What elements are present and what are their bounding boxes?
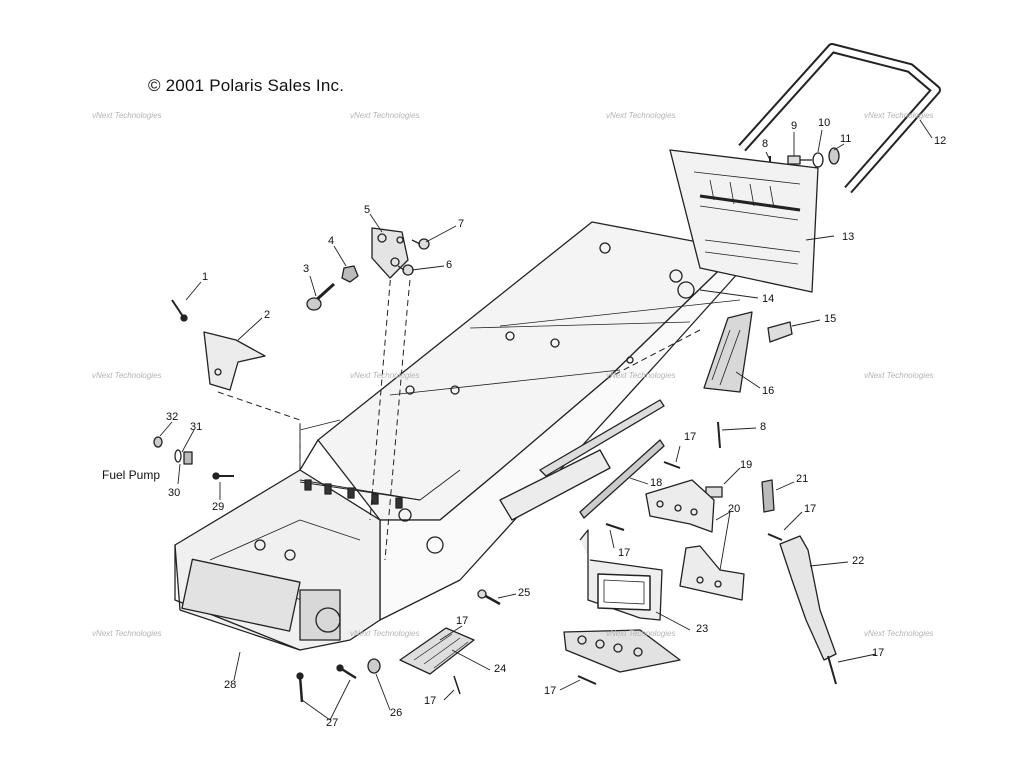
callout-12: 12	[934, 135, 947, 147]
part-30-spacer	[183, 451, 193, 465]
part-21-strap	[761, 479, 775, 513]
part-15-pad	[767, 321, 793, 343]
fuel-pump-label: Fuel Pump	[102, 468, 161, 482]
callout-28: 28	[224, 679, 237, 691]
callout-19: 19	[740, 459, 753, 471]
callout-23: 23	[696, 623, 709, 635]
callout-31: 31	[190, 421, 203, 433]
callout-21: 21	[796, 473, 809, 485]
callout-22: 22	[852, 555, 865, 567]
callout-17e: 17	[456, 615, 469, 627]
callout-11: 11	[840, 133, 852, 145]
watermark: vNext Technologies	[606, 629, 676, 638]
watermark: vNext Technologies	[606, 111, 676, 120]
callout-1: 1	[202, 271, 209, 283]
part-12-grab-handle	[738, 43, 941, 194]
steering-mount-row	[299, 479, 421, 509]
watermark: vNext Technologies	[350, 371, 420, 380]
watermark: vNext Technologies	[92, 629, 162, 638]
part-13-rear-flap	[669, 149, 819, 293]
callout-17b: 17	[804, 503, 817, 515]
leader-lines	[217, 259, 701, 561]
part-20-upper-bracket	[645, 479, 715, 533]
part-1-screw	[171, 299, 188, 322]
part-23-side-panel	[563, 529, 681, 673]
part-4-nut	[341, 265, 359, 283]
part-29-screw	[212, 472, 234, 480]
watermark: vNext Technologies	[606, 371, 676, 380]
part-18-runner	[579, 439, 665, 519]
part-2-bracket	[203, 331, 266, 391]
callout-6: 6	[446, 259, 453, 271]
watermark: vNext Technologies	[92, 111, 162, 120]
part-16-rear-bumper	[703, 311, 753, 393]
callout-14: 14	[762, 293, 775, 305]
callout-32: 32	[166, 411, 179, 423]
callout-29: 29	[212, 501, 225, 513]
callout-3: 3	[303, 263, 310, 275]
part-31-washer	[174, 449, 182, 463]
part-20-lower-bracket	[679, 545, 745, 601]
callout-24: 24	[494, 663, 507, 675]
part-17-screws	[453, 421, 837, 695]
copyright-text: © 2001 Polaris Sales Inc.	[148, 76, 345, 95]
callout-25: 25	[518, 587, 531, 599]
part-26-bushing	[367, 658, 381, 674]
part-9-bolt	[787, 155, 812, 165]
part-22-side-rail	[779, 535, 837, 661]
part-10-washer	[812, 152, 824, 168]
watermark: vNext Technologies	[350, 629, 420, 638]
callout-17: 17	[684, 431, 697, 443]
callout-16: 16	[762, 385, 775, 397]
watermark: vNext Technologies	[864, 371, 934, 380]
part-7-screw	[411, 238, 430, 250]
callout-17f: 17	[424, 695, 437, 707]
callout-leaders	[159, 119, 933, 721]
callout-17g: 17	[544, 685, 557, 697]
callout-13: 13	[842, 231, 855, 243]
part-27-bolt-b	[336, 664, 357, 680]
callout-9: 9	[791, 120, 798, 132]
tunnel-assembly	[289, 221, 749, 621]
part-24-skid-plate	[399, 627, 475, 675]
callout-18: 18	[650, 477, 663, 489]
callout-20: 20	[728, 503, 741, 515]
callout-17c: 17	[872, 647, 885, 659]
callout-10: 10	[818, 117, 831, 129]
front-bulkhead	[174, 419, 461, 651]
watermark: vNext Technologies	[92, 371, 162, 380]
callout-4: 4	[328, 235, 335, 247]
part-3-bolt	[306, 282, 336, 311]
part-11-nut	[828, 147, 840, 165]
callout-8b: 8	[760, 421, 767, 433]
watermark: vNext Technologies	[864, 111, 934, 120]
part-27-bolt-a	[296, 672, 304, 703]
part-32-nut	[153, 436, 163, 448]
callout-5: 5	[364, 204, 371, 216]
callout-7: 7	[458, 218, 465, 230]
callout-15: 15	[824, 313, 837, 325]
part-25-bolt	[477, 589, 501, 606]
callout-2: 2	[264, 309, 271, 321]
callout-8: 8	[762, 138, 769, 150]
callout-27: 27	[326, 717, 339, 729]
watermark: vNext Technologies	[350, 111, 420, 120]
callout-17d: 17	[618, 547, 631, 559]
callout-30: 30	[168, 487, 181, 499]
watermark: vNext Technologies	[864, 629, 934, 638]
part-5-plate	[371, 227, 409, 279]
callout-26: 26	[390, 707, 403, 719]
